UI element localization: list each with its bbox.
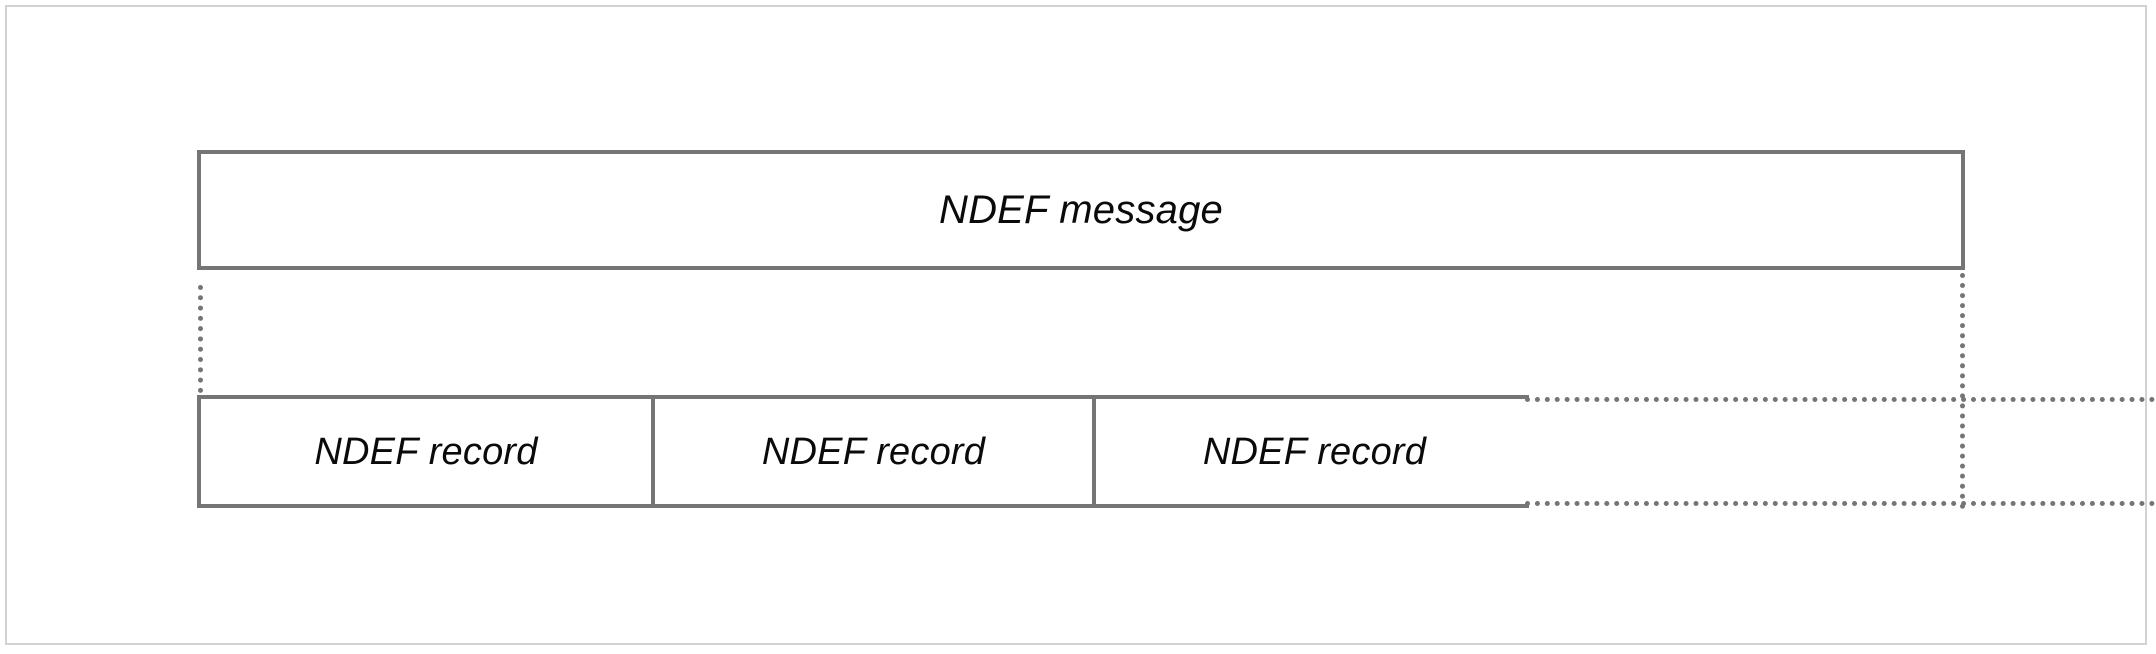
- figure-frame: NDEF message NDEF record NDEF record NDE…: [5, 5, 2155, 645]
- continuation-top-dotted-line: [1525, 397, 2155, 402]
- expansion-guide-left-dotted-line: [198, 285, 203, 393]
- ndef-record-cell-1: NDEF record: [201, 399, 651, 504]
- ndef-record-continuation-dotted: [1525, 395, 2155, 508]
- expansion-guide-right-dotted-line: [1960, 273, 1965, 509]
- ndef-record-group: NDEF record NDEF record NDEF record: [197, 395, 1533, 508]
- continuation-bottom-dotted-line: [1525, 501, 2155, 506]
- ndef-message-box: NDEF message: [197, 150, 1965, 270]
- ndef-record-cell-2: NDEF record: [651, 399, 1092, 504]
- ndef-record-label-3: NDEF record: [1202, 430, 1427, 473]
- ndef-record-label-2: NDEF record: [761, 430, 986, 473]
- ndef-record-cell-3: NDEF record: [1092, 399, 1533, 504]
- ndef-record-row: NDEF record NDEF record NDEF record: [197, 395, 2155, 508]
- ndef-record-label-1: NDEF record: [314, 430, 538, 473]
- ndef-message-label: NDEF message: [939, 188, 1223, 232]
